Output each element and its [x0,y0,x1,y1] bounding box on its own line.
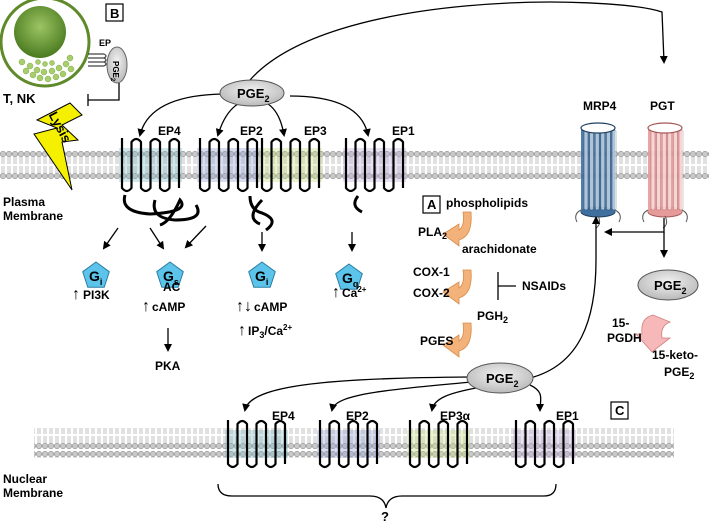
nuclear-ep1-label: EP1 [556,409,579,423]
g-protein-label: Gq [342,270,358,289]
nuclear-ep3a-receptor [407,419,470,469]
transport-arrows [529,216,668,379]
pgdh-line1: 15- [612,316,629,330]
nuclear-pge2-arrows [242,376,545,412]
pges-label: PGES [420,334,453,348]
keto-line2: PGE2 [664,365,694,381]
panel-b: B EP PGE2 T, NK Lysis [0,0,128,191]
cell-pge2-label: PGE2 [109,61,120,82]
top-pge2-arrows [137,1,668,137]
plasma-membrane-label-2: Membrane [3,209,63,223]
enzyme-arrow-2 [442,269,472,305]
panel-c-label: C [615,403,625,418]
panel-a-label: A [427,197,437,212]
enzyme-arrows [442,211,472,358]
ep1-label: EP1 [392,124,415,138]
cox2-label: COX-2 [413,286,450,300]
nuclear-membrane-label-2: Membrane [3,486,63,500]
signal-arrows [102,225,356,352]
pgh2-label: PGH2 [477,309,508,325]
keto-line1: 15-keto- [652,348,698,362]
ac-label: AC [163,280,181,294]
nuclear-brace [217,483,557,509]
cell-type-label: T, NK [3,91,36,106]
plasma-membrane-label-1: Plasma [3,195,45,209]
cell-granules [18,54,75,83]
nuclear-ep3a-label: EP3α [440,409,471,423]
nuclear-ep4-label: EP4 [272,409,295,423]
cell-ep-receptor [88,53,107,67]
panel-b-label: B [110,6,119,21]
cell-ep-label: EP [99,38,111,48]
pka-label: PKA [155,359,181,373]
g-proteins: Gi Gs Gi Gq [82,261,363,290]
ep4-receptor [119,137,182,193]
mrp4-transporter [575,122,621,229]
pgdh-arrow [635,314,672,353]
g-protein-2: Gs [156,261,184,288]
panel-c-box [610,401,629,420]
g-protein-4: Gq [335,263,363,290]
nuclear-pge2-label: PGE2 [486,371,518,389]
right-pge2-label: PGE2 [654,278,686,296]
receptor-tails [122,194,363,232]
nsaids-inhibition [497,272,516,300]
top-pge2-label: PGE2 [237,86,269,104]
ep4-label: EP4 [158,124,181,138]
pge2-inhibition-line [87,83,120,106]
nuclear-ep4-receptor [225,419,288,469]
ep2-receptor [197,137,260,193]
nuclear-ep2-label: EP2 [346,409,369,423]
ep3-label: EP3 [304,124,327,138]
camp-label: ↑cAMP [142,298,185,315]
g-protein-1: Gi [82,261,110,288]
cox1-label: COX-1 [413,265,450,279]
question-mark: ? [381,509,389,523]
ep2-label: EP2 [240,124,263,138]
lysis-bolt [33,102,83,191]
mrp4-label: MRP4 [583,99,617,113]
nuclear-receptors [225,419,576,469]
nuclear-ep1-receptor [513,419,576,469]
pi3k-label: ↑PI3K [72,286,110,303]
nsaids-label: NSAIDs [522,279,566,293]
arachidonate-label: arachidonate [462,242,537,256]
ep3-receptor [259,137,322,193]
g-protein-label: Gs [163,268,179,287]
panel-a-box [422,195,441,214]
right-pge2-oval [637,269,699,301]
plasma-receptors [119,137,406,193]
nuclear-pge2-oval [466,362,534,394]
pgt-label: PGT [650,99,675,113]
enzyme-arrow-1 [442,211,472,247]
enzyme-arrow-3 [442,322,472,358]
g-protein-label: Gi [89,268,102,287]
pgt-transporter [642,122,688,229]
camp2-label: ↑↓cAMP [236,298,287,315]
g-protein-3: Gi [248,261,276,288]
cell-nucleus [14,6,66,58]
nuclear-ep2-receptor [317,419,380,469]
ep1-receptor [343,137,406,193]
nuclear-membrane-label-1: Nuclear [3,472,47,486]
pla2-label: PLA2 [418,225,447,241]
g-protein-label: Gi [255,268,268,287]
phospholipids-label: phospholipids [446,196,528,210]
top-pge2-oval [219,79,285,107]
panel-b-box [105,3,124,22]
pgdh-line2: PGDH [607,331,642,345]
ip3-ca-label: ↑IP3/Ca2+ [238,322,292,340]
cell-pge2-oval [106,46,128,84]
nuclear-membrane [34,428,674,458]
ca-label: ↑Ca2+ [332,284,367,301]
